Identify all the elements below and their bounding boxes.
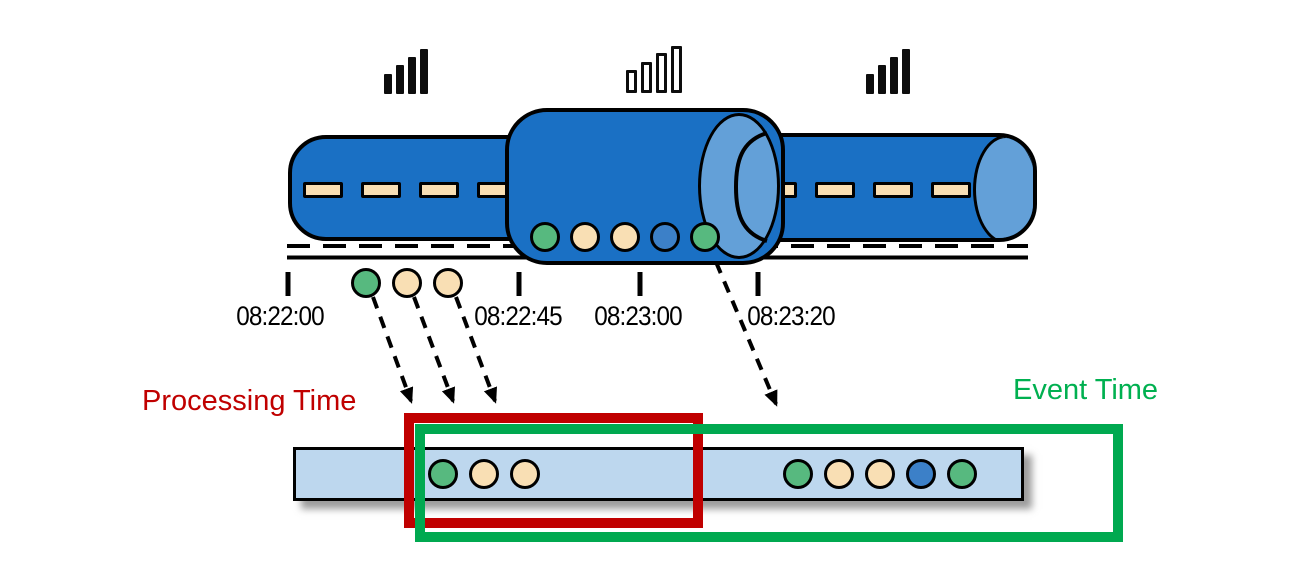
signal-bars-filled-icon: [384, 49, 428, 94]
timestamp-label: 08:23:20: [747, 301, 835, 331]
signal-bars-outline-icon: [626, 46, 682, 93]
message-dash: [931, 182, 971, 198]
green-dot: [428, 459, 458, 489]
timeline-event-dots: [351, 268, 463, 298]
event-arrow: [412, 296, 455, 404]
output-stream-bar: [293, 447, 1024, 501]
message-dashes-left: [303, 182, 517, 198]
green-dot: [783, 459, 813, 489]
beige-dot: [510, 459, 540, 489]
pipe-cap-arc: [733, 131, 768, 243]
signal-bars-filled-icon: [866, 49, 910, 94]
event-time-box: [415, 424, 1123, 542]
processing-time-label: Processing Time: [142, 385, 357, 417]
timestamp-label: 08:22:00: [236, 301, 324, 331]
beige-dot: [433, 268, 463, 298]
pipe-endcap: [973, 137, 1033, 238]
bar-dots-left-group: [428, 459, 540, 489]
message-dash: [361, 182, 401, 198]
message-dashes-right: [757, 182, 971, 198]
message-dash: [303, 182, 343, 198]
event-arrow: [714, 261, 778, 407]
green-dot: [530, 222, 560, 252]
window-bulge: [505, 108, 785, 265]
window-dots: [530, 222, 720, 252]
green-dot: [947, 459, 977, 489]
beige-dot: [469, 459, 499, 489]
bar-dots-right-group: [783, 459, 977, 489]
message-dash: [873, 182, 913, 198]
beige-dot: [570, 222, 600, 252]
blue-dot: [650, 222, 680, 252]
event-arrow: [454, 296, 497, 404]
beige-dot: [392, 268, 422, 298]
green-dot: [690, 222, 720, 252]
timestamp-label: 08:22:45: [474, 301, 562, 331]
message-dash: [419, 182, 459, 198]
beige-dot: [865, 459, 895, 489]
timestamp-label: 08:23:00: [594, 301, 682, 331]
event-arrow: [371, 296, 414, 404]
message-dash: [815, 182, 855, 198]
event-time-label: Event Time: [1013, 374, 1159, 406]
processing-time-box: [404, 413, 703, 528]
beige-dot: [610, 222, 640, 252]
green-dot: [351, 268, 381, 298]
beige-dot: [824, 459, 854, 489]
blue-dot: [906, 459, 936, 489]
